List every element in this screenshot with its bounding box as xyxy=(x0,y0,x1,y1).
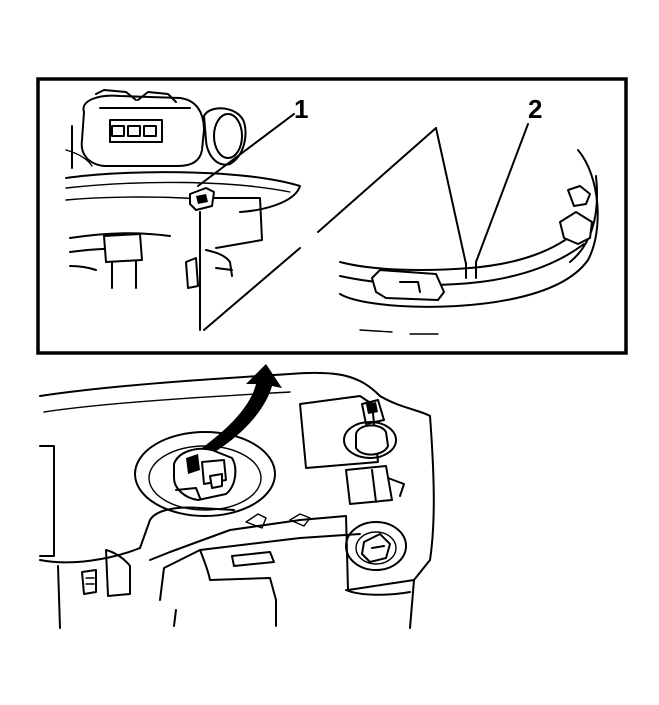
fuel-tank-overview xyxy=(39,371,435,629)
tank-opening-closeup xyxy=(339,149,599,335)
connector-line-lower xyxy=(203,247,301,331)
callout-1: 1 xyxy=(294,94,308,124)
leader-line-2a xyxy=(435,127,467,265)
pump-module-closeup xyxy=(65,89,301,331)
retainer-tab xyxy=(189,187,215,211)
detail-inset: 1 2 xyxy=(36,77,628,355)
leader-line-1 xyxy=(197,113,295,187)
pressure-sensor-assembly xyxy=(343,399,405,505)
electrical-connector xyxy=(80,89,205,167)
inset-frame xyxy=(36,77,628,355)
tank-fitting xyxy=(345,521,407,571)
connector-line-upper xyxy=(317,127,437,233)
callout-2: 2 xyxy=(528,94,542,124)
leader-line-2b xyxy=(475,123,529,263)
pump-module-lock-ring xyxy=(134,431,276,517)
